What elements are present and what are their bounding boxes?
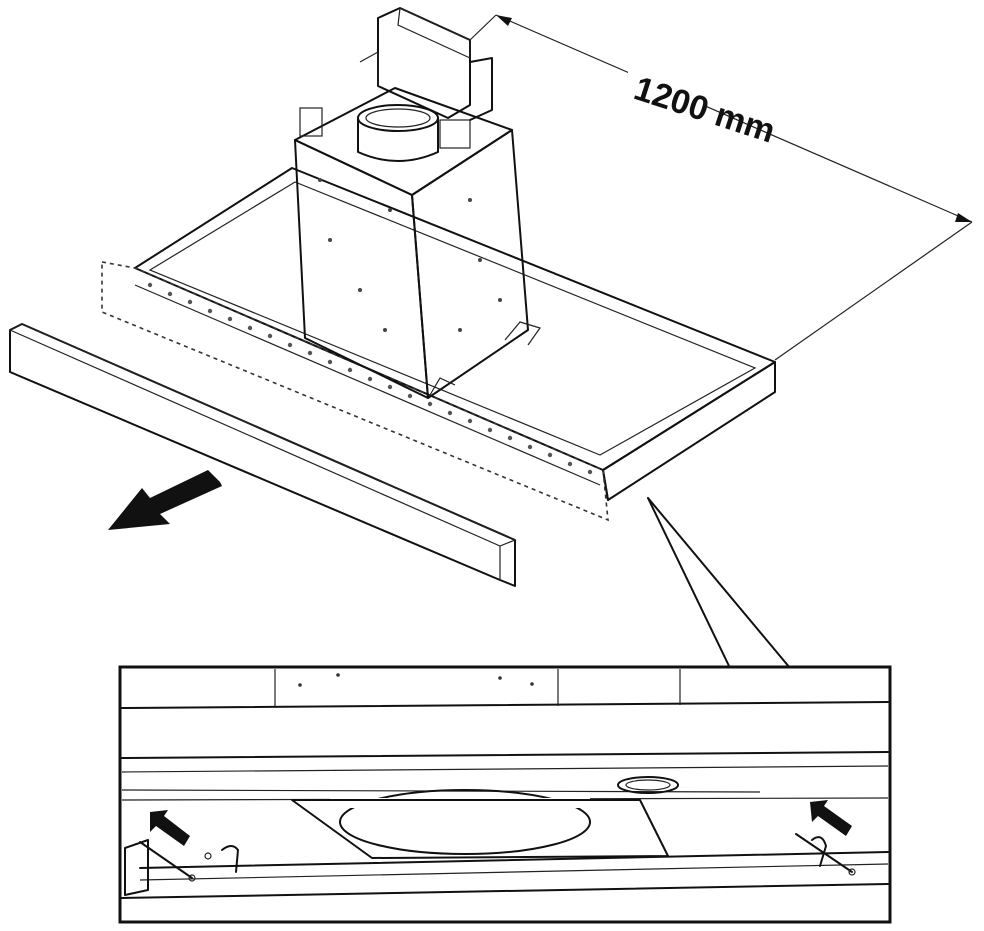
front-filter-rail-highlight [101, 261, 609, 522]
insert-arrow-icon-right [810, 800, 852, 836]
detail-callout-leaders [647, 497, 791, 669]
hood-canopy [134, 167, 776, 501]
insert-arrow-icon-left [150, 810, 190, 846]
width-dimension: 1200 mm [469, 14, 973, 361]
chimney-upper-bracket [299, 7, 493, 149]
detail-inset [118, 665, 892, 924]
exhaust-collar [357, 104, 439, 162]
chimney-motor-housing [294, 87, 541, 399]
front-panel-removed [8, 323, 517, 587]
right-spring-clip [795, 833, 856, 876]
left-spring-clip [139, 841, 239, 882]
remove-direction-arrow-icon [108, 470, 222, 530]
rail-perforations [147, 282, 593, 475]
